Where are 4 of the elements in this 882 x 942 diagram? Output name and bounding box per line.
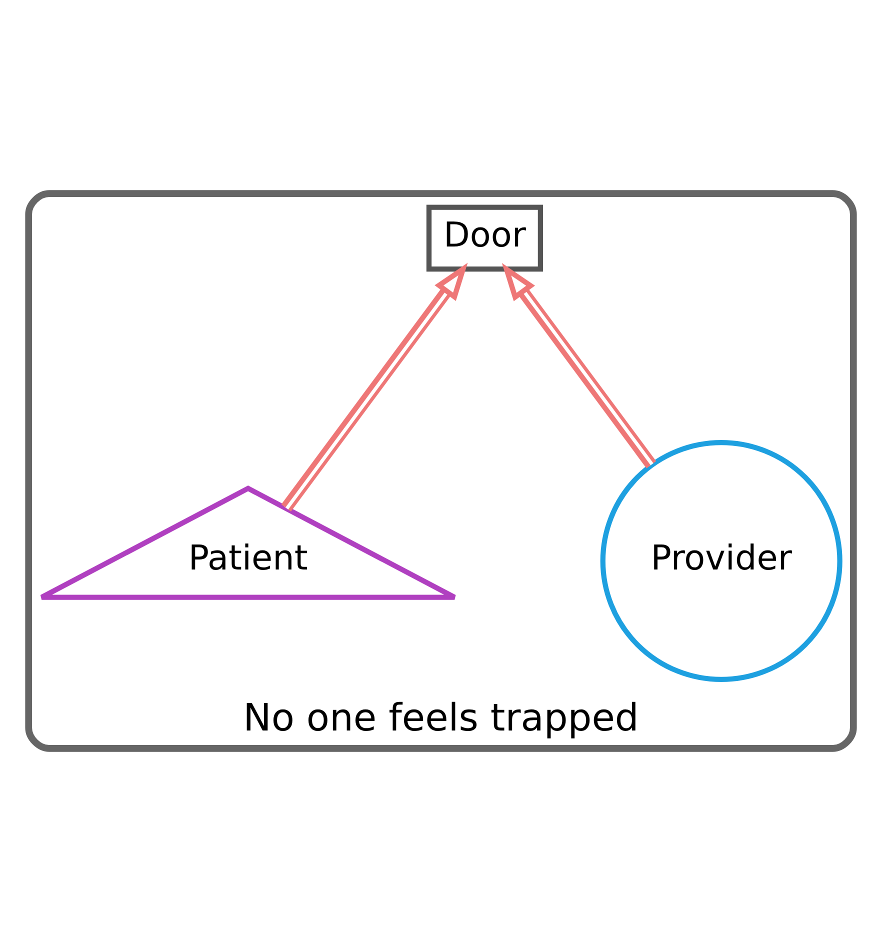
node-circle: Provider bbox=[600, 440, 842, 682]
arrow bbox=[502, 263, 656, 468]
node-box: Door bbox=[426, 204, 544, 272]
arrow bbox=[281, 262, 468, 512]
